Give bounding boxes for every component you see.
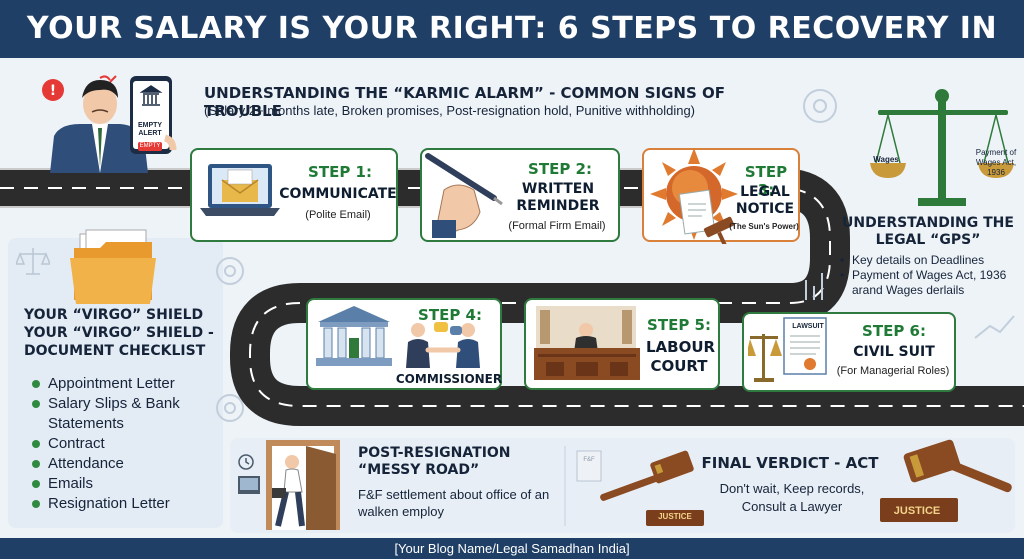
checklist-item: Resignation Letter [30, 494, 220, 514]
bank-icon [139, 85, 163, 106]
sun-gavel-icon [650, 148, 738, 244]
hand-pen-icon [425, 153, 503, 238]
phone-line-1: EMPTY [137, 122, 163, 129]
alarm-title: UNDERSTANDING THE “KARMIC ALARM” - COMMO… [204, 84, 725, 120]
alert-icon [42, 79, 64, 101]
messy-road-body: F&F settlement about office of an walken… [358, 487, 550, 519]
step-2-sub: (Formal Firm Email) [508, 220, 606, 232]
lawsuit-document-icon [748, 317, 827, 382]
walking-out-door-icon [238, 440, 340, 530]
scales-icon [870, 89, 1014, 206]
header-bar [0, 0, 1024, 58]
checklist-item: Salary Slips & Bank Statements [30, 394, 220, 434]
step-4-label: STEP 4: [418, 306, 482, 324]
alarm-subtitle: (Salary 2+ months late, Broken promises,… [204, 103, 695, 118]
justice-plaque-right: JUSTICE [893, 505, 941, 517]
gps-item: Key details on Deadlines [838, 253, 1020, 268]
step-6-title: CIVIL SUIT [853, 344, 935, 360]
phone-badge: EMPTY [138, 142, 162, 151]
shield-panel [8, 238, 223, 528]
checklist-item: Attendance [30, 454, 220, 474]
scales-icon-small [16, 248, 50, 275]
step-2-title: WRITTEN REMINDER [516, 181, 600, 214]
footer-bar [0, 538, 1024, 559]
footer-credit: [Your Blog Name/Legal Samadhan India] [394, 541, 630, 556]
step-2-label: STEP 2: [528, 160, 592, 178]
gps-title: UNDERSTANDING THE LEGAL “GPS” [842, 215, 1014, 248]
step-3-title: LEGAL NOTICE [735, 184, 795, 217]
clock-icon [238, 454, 254, 470]
step-1-label: STEP 1: [308, 163, 372, 181]
step-5-label: STEP 5: [647, 316, 711, 334]
checklist-item: Contract [30, 434, 220, 454]
gavel-icon [600, 450, 704, 526]
courtroom-icon [534, 306, 640, 380]
step-4-title: COMMISSIONER [395, 372, 503, 386]
laptop-email-icon [200, 164, 280, 216]
gavel-large-icon [880, 439, 1012, 522]
gear-icon [216, 89, 837, 422]
step-6-label: STEP 6: [862, 322, 926, 340]
gps-item: Payment of Wages Act, 1936 arand Wages d… [838, 268, 1020, 298]
phone-line-2: ALERT [138, 130, 162, 137]
step-3-sub: (The Sun's Power) [729, 222, 799, 231]
step-3-label: STEP 3: [744, 163, 788, 199]
checklist-item: Appointment Letter [30, 374, 220, 394]
document-checklist: Appointment Letter Salary Slips & Bank S… [30, 374, 220, 514]
step-1-title: COMMUNICATE [279, 186, 397, 202]
page-title: YOUR SALARY IS YOUR RIGHT: 6 STEPS TO RE… [26, 11, 998, 104]
step-5-title: LABOUR COURT [646, 338, 716, 375]
step-6-sub: (For Managerial Roles) [836, 365, 950, 377]
stressed-man-illustration: ! [42, 75, 177, 173]
svg-text:!: ! [50, 83, 56, 99]
bottom-panel [230, 438, 1015, 533]
justice-plaque-left: JUSTICE [658, 512, 692, 521]
handshake-icon [406, 322, 480, 368]
messy-road-title: POST-RESIGNATION “MESSY ROAD” [358, 445, 511, 478]
fnf-doc-label: F&F [583, 457, 595, 463]
shield-title: YOUR “VIRGO” SHIELD YOUR “VIRGO” SHIELD … [24, 307, 214, 359]
scale-right-label: Payment of Wages Act, 1936 [975, 148, 1017, 177]
gps-list: Key details on Deadlines Payment of Wage… [838, 253, 1020, 298]
verdict-body: Don't wait, Keep records, Consult a Lawy… [719, 481, 865, 514]
government-building-icon [316, 306, 392, 366]
verdict-title: FINAL VERDICT - ACT [701, 454, 879, 472]
folder-icon [70, 229, 156, 304]
scale-left-label: Wages [873, 155, 899, 164]
fnf-document-icon [576, 450, 602, 482]
lawsuit-doc-label: LAWSUIT [792, 323, 824, 330]
checklist-item: Emails [30, 474, 220, 494]
step-1-sub: (Polite Email) [305, 209, 371, 221]
phone-alert-text: EMPTY ALERT [132, 122, 168, 138]
